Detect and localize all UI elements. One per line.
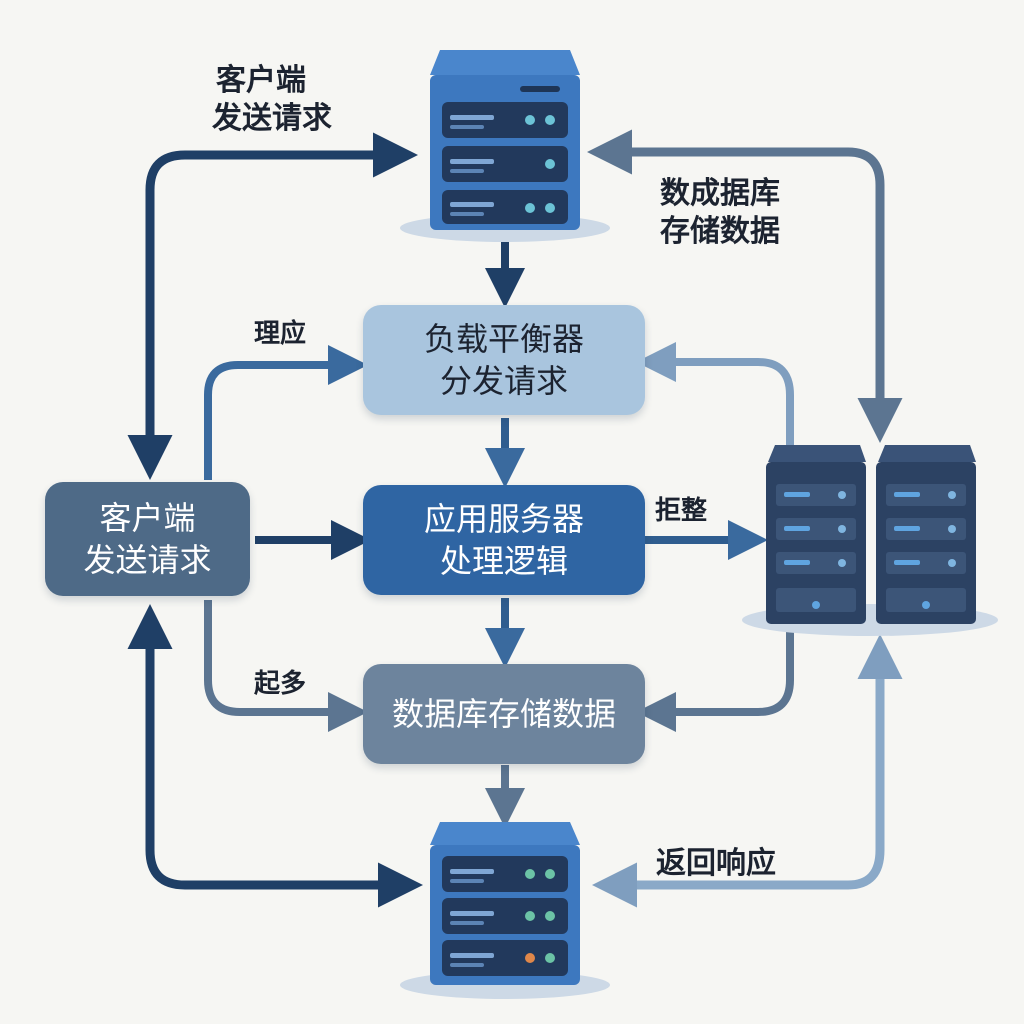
arrow-client-to-lb — [204, 345, 368, 480]
label-top-right: 数成据库 存储数据 — [660, 175, 780, 251]
arrow-rack-to-db — [636, 625, 794, 732]
app-server-line1: 应用服务器 — [423, 500, 584, 538]
label-top-left: 客户端 发送请求 — [212, 62, 332, 138]
arrow-client-to-db — [204, 600, 368, 732]
label-top-left-line1: 客户端 — [216, 63, 306, 98]
arrow-rack-to-lb — [636, 342, 794, 445]
client-node-line1: 客户端 — [99, 499, 196, 537]
server-rack-icon-right — [742, 445, 998, 636]
label-top-right-line2: 存储数据 — [660, 214, 780, 249]
label-ju-zheng: 拒整 — [655, 496, 708, 526]
database-line1: 数据库存储数据 — [391, 695, 616, 733]
label-top-right-line1: 数成据库 — [660, 176, 780, 211]
arrow-client-to-top-server — [145, 132, 418, 470]
arrow-bottom-right-loop — [592, 660, 885, 908]
server-icon-top — [400, 50, 610, 242]
load-balancer-line1: 负载平衡器 — [423, 320, 584, 358]
server-icon-bottom — [400, 822, 610, 999]
label-li-ying: 理应 — [254, 319, 307, 349]
load-balancer-line2: 分发请求 — [439, 362, 568, 400]
app-server-node[interactable]: 应用服务器 处理逻辑 — [363, 485, 645, 595]
label-top-left-line2: 发送请求 — [212, 101, 332, 136]
label-return-response: 返回响应 — [656, 846, 776, 881]
app-server-line2: 处理逻辑 — [439, 542, 568, 580]
load-balancer-node[interactable]: 负载平衡器 分发请求 — [363, 305, 645, 415]
client-node-line2: 发送请求 — [83, 541, 212, 579]
arrow-top-right-loop — [587, 129, 885, 420]
client-node[interactable]: 客户端 发送请求 — [45, 482, 250, 596]
arrow-bottom-server-loop — [145, 620, 423, 908]
label-qi-duo: 起多 — [254, 669, 307, 699]
database-node[interactable]: 数据库存储数据 — [363, 664, 645, 764]
